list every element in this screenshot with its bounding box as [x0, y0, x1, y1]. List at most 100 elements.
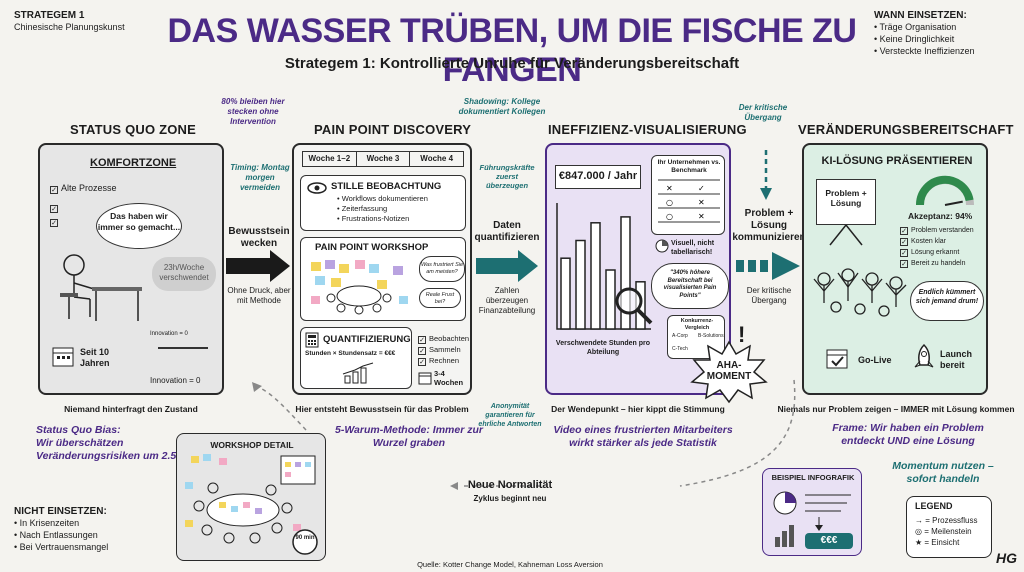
workshop-bubble-2: Reale Frust bei? — [419, 288, 461, 308]
years-label: Seit 10 Jahren — [80, 347, 110, 368]
timeline: Woche 1–2 Woche 3 Woche 4 — [302, 151, 464, 167]
ai-solution-title: KI-LÖSUNG PRÄSENTIEREN — [821, 155, 973, 167]
note-timing: Timing: Montag morgen vermeiden — [230, 163, 290, 192]
pie-icon — [655, 239, 669, 253]
chart-caption: Verschwendete Stunden pro Abteilung — [555, 340, 651, 356]
stage1-title: STATUS QUO ZONE — [70, 122, 197, 137]
competitor-title: Konkurrenz-Vergleich — [680, 318, 714, 331]
cost-per-year: €847.000 / Jahr — [555, 165, 641, 189]
acceptance-check: ✓Kosten klar — [900, 238, 947, 246]
calendar-check-icon — [826, 349, 848, 369]
bar-B — [575, 239, 586, 330]
legend: LEGEND → = Prozessfluss ◎ = Meilenstein … — [906, 496, 992, 558]
acceptance-gauge — [916, 175, 974, 206]
go-live-label: Go-Live — [858, 355, 892, 365]
new-normal-sub: Zyklus beginnt neu — [473, 494, 547, 503]
stage4-title: VERÄNDERUNGSBEREITSCHAFT — [798, 122, 1014, 137]
weeks-duration: 3-4 Wochen — [434, 369, 464, 387]
legend-list: → = Prozessfluss ◎ = Meilenstein ★ = Ein… — [915, 515, 977, 548]
svg-text:○: ○ — [666, 198, 673, 207]
svg-text:✕: ✕ — [666, 184, 673, 193]
status-quo-bias-note: Status Quo Bias:Wir überschätzen Verände… — [36, 424, 186, 463]
page-subtitle: Strategem 1: Kontrollierte Unruhe für Ve… — [284, 55, 740, 72]
when-not-title: NICHT EINSETZEN: — [14, 506, 107, 517]
calendar-icon — [52, 347, 74, 367]
checkbox-icon: ✓ — [50, 219, 58, 227]
aha-burst-icon — [690, 340, 768, 404]
note-critical-top: Der kritische Übergang — [738, 103, 788, 122]
timeline-week: Woche 4 — [420, 154, 454, 163]
benchmark-box: Ihr Unternehmen vs. Benchmark ✕✓ ○✕ ○✕ — [651, 155, 725, 235]
innovation-mini-label: Innovation = 0 — [150, 331, 188, 337]
bar-A — [560, 257, 571, 330]
when-item: • Keine Dringlichkeit — [874, 34, 955, 44]
when-item: • Versteckte Ineffizienzen — [874, 46, 975, 56]
legend-item: → = Prozessfluss — [915, 516, 978, 525]
bar-D — [605, 269, 616, 330]
acceptance-check: ✓Problem verstanden — [900, 227, 974, 235]
cycle-loop-arrow — [252, 379, 796, 490]
arrow-right-icon — [476, 250, 538, 282]
svg-text:✓: ✓ — [698, 184, 705, 193]
when-to-use: WANN EINSETZEN: • Träge Organisation • K… — [874, 10, 1019, 57]
observation-item: • Workflows dokumentieren — [337, 194, 428, 203]
note-shadowing: Shadowing: Kollege dokumentiert Kollegen — [458, 97, 546, 116]
transition2-below: Zahlen überzeugen Finanzabteilung — [478, 286, 536, 315]
observation-item: • Zeiterfassung — [337, 204, 388, 213]
quant-title: QUANTIFIZIERUNG — [323, 334, 411, 345]
gauge-fill — [916, 175, 974, 206]
magnifier-icon — [615, 287, 653, 325]
observation-title: STILLE BEOBACHTUNG — [331, 181, 442, 192]
workshop-bubble-1: Was frustriert Sie am meisten? — [419, 256, 465, 282]
stage4-caption: Niemals nur Problem zeigen – IMMER mit L… — [777, 404, 1015, 414]
kicker-sub: Chinesische Planungskunst — [14, 22, 125, 32]
legend-title: LEGEND — [915, 501, 953, 511]
board-text: Problem + Lösung — [825, 188, 867, 208]
quant-check: ✓Sammeln — [418, 345, 461, 355]
aha-moment: AHA-MOMENT — [706, 360, 752, 382]
calculator-icon — [305, 332, 319, 348]
observation-box: STILLE BEOBACHTUNG • Workflows dokumenti… — [300, 175, 466, 231]
example-money: €€€ — [820, 535, 838, 546]
when-not-item: • Bei Vertrauensmangel — [14, 542, 109, 552]
legend-item: ◎ = Meilenstein — [915, 527, 972, 536]
when-not-to-use: NICHT EINSETZEN: • In Krisenzeiten • Nac… — [14, 506, 164, 553]
happy-people-icon — [813, 268, 907, 317]
workshop-detail-card: WORKSHOP DETAIL 90 min — [176, 433, 326, 561]
timer-label: 90 min — [295, 535, 315, 541]
stage4-card: KI-LÖSUNG PRÄSENTIEREN Problem + Lösung … — [802, 143, 988, 395]
bias-body: Wir überschätzen Veränderungsrisiken um … — [36, 437, 183, 462]
timer-icon — [292, 529, 318, 555]
exclamation-icon: ! — [738, 322, 746, 347]
when-item: • Träge Organisation — [874, 22, 957, 32]
bar-E — [620, 216, 631, 330]
workshop-detail-title: WORKSHOP DETAIL — [210, 440, 294, 450]
person-at-desk-icon — [60, 254, 142, 321]
eye-icon — [307, 182, 327, 194]
when-not-item: • In Krisenzeiten — [14, 518, 80, 528]
timeline-week: Woche 1–2 — [303, 152, 357, 166]
checkbox-icon: ✓ — [50, 205, 58, 213]
relief-bubble: Endlich kümmert sich jemand drum! — [910, 281, 984, 321]
stage2-card: Woche 1–2 Woche 3 Woche 4 STILLE BEOBACH… — [292, 143, 472, 395]
chart-axis — [556, 203, 651, 330]
quantification-box: QUANTIFIZIERUNG Stunden × Stundensatz = … — [300, 327, 412, 389]
sticky-notes-icon — [311, 260, 408, 315]
comfort-zone-label: KOMFORTZONE — [90, 157, 177, 169]
quant-check: ✓Rechnen — [418, 356, 460, 366]
new-normal-title: Neue Normalität — [467, 479, 553, 491]
workshop-table-icon — [185, 454, 316, 544]
observation-item: • Frustrations-Notizen — [337, 214, 410, 223]
stage3-title: INEFFIZIENZ-VISUALISIERUNG — [548, 122, 747, 137]
transition3-below: Der kritische Übergang — [746, 286, 792, 305]
momentum-note: Momentum nutzen – sofort handeln — [892, 460, 994, 485]
quant-check: ✓Beobachten — [418, 334, 470, 344]
stage1-caption: Niemand hinterfragt den Zustand — [64, 404, 198, 414]
svg-text:✕: ✕ — [698, 212, 705, 221]
quant-formula: Stunden × Stundensatz = €€€ — [305, 350, 396, 357]
calendar-icon — [418, 372, 432, 385]
stage2-caption: Hier entsteht Bewusstsein für das Proble… — [295, 404, 469, 414]
example-infographic-card: BEISPIEL INFOGRAFIK €€€ — [762, 468, 862, 556]
page-title: DAS WASSER TRÜBEN, UM DIE FISCHE ZU FANG… — [167, 12, 857, 89]
transition1-below: Ohne Druck, aber mit Methode — [227, 286, 291, 305]
